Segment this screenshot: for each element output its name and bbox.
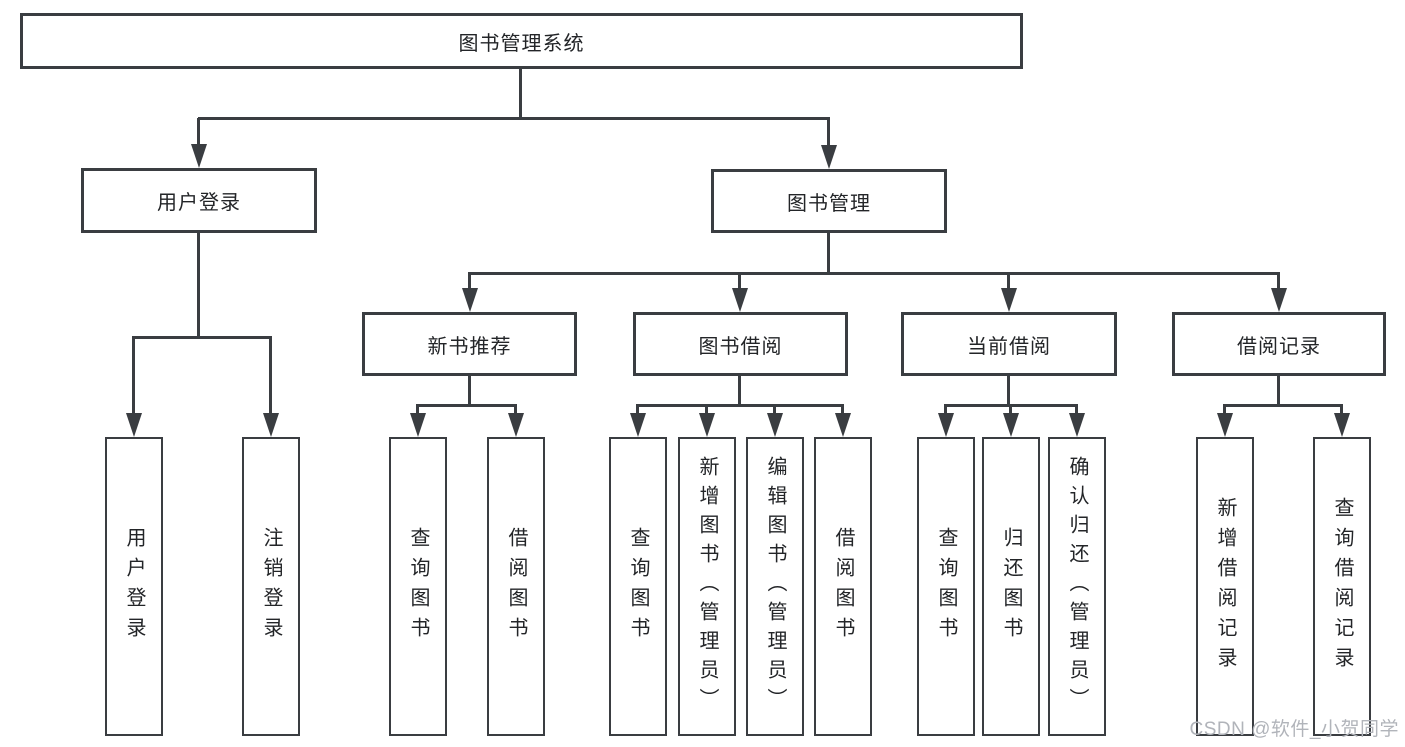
- arrow-down-icon: [1334, 413, 1350, 437]
- leaf-newbook-query-book-label: 查询图书: [407, 526, 429, 647]
- leaf-borrow-query-book: 查询图书: [609, 437, 667, 736]
- connector-line: [416, 405, 419, 416]
- arrow-down-icon: [767, 413, 783, 437]
- connector-line: [269, 338, 272, 417]
- arrow-down-icon: [1217, 413, 1233, 437]
- csdn-watermark: CSDN @软件_小贺同学: [1189, 719, 1399, 740]
- leaf-records-query-record: 查询借阅记录: [1313, 437, 1371, 736]
- connector-line: [197, 118, 200, 148]
- leaf-records-query-record-label: 查询借阅记录: [1331, 496, 1353, 677]
- leaf-borrow-add-book-admin: 新增图书（管理员）: [678, 437, 736, 736]
- node-book-management-label: 图书管理: [787, 192, 871, 215]
- arrow-down-icon: [191, 144, 207, 168]
- arrow-down-icon: [462, 288, 478, 312]
- leaf-newbook-borrow-book-label: 借阅图书: [505, 526, 527, 647]
- connector-line: [468, 274, 471, 292]
- leaf-current-query-book: 查询图书: [917, 437, 975, 736]
- connector-line: [827, 118, 830, 148]
- node-borrow-records: 借阅记录: [1172, 312, 1386, 376]
- connector-line: [1007, 274, 1010, 292]
- arrow-down-icon: [263, 413, 279, 437]
- connector-line: [1223, 405, 1226, 416]
- arrow-down-icon: [699, 413, 715, 437]
- arrow-down-icon: [821, 145, 837, 169]
- connector-line: [636, 404, 844, 407]
- node-new-book-recommend-label: 新书推荐: [427, 335, 512, 358]
- arrow-down-icon: [1003, 413, 1019, 437]
- node-book-borrow-label: 图书借阅: [698, 335, 783, 358]
- connector-line: [841, 405, 844, 416]
- connector-line: [132, 338, 135, 417]
- node-user-login-label: 用户登录: [157, 192, 241, 214]
- leaf-borrow-edit-book-admin-label: 编辑图书（管理员）: [764, 456, 786, 717]
- connector-line: [1075, 405, 1078, 416]
- node-root-label: 图书管理系统: [458, 32, 585, 55]
- leaf-current-confirm-return-admin: 确认归还（管理员）: [1048, 437, 1106, 736]
- arrow-down-icon: [732, 288, 748, 312]
- leaf-user-login: 用户登录: [105, 437, 163, 736]
- node-borrow-records-label: 借阅记录: [1237, 335, 1321, 358]
- arrow-down-icon: [630, 413, 646, 437]
- arrow-down-icon: [1271, 288, 1287, 312]
- leaf-current-return-book: 归还图书: [982, 437, 1040, 736]
- leaf-borrow-borrow-book-label: 借阅图书: [832, 526, 854, 647]
- node-new-book-recommend: 新书推荐: [362, 312, 577, 376]
- connector-line: [1277, 274, 1280, 292]
- connector-line: [1277, 376, 1280, 407]
- connector-line: [197, 233, 200, 339]
- connector-line: [705, 405, 708, 416]
- connector-line: [738, 376, 741, 407]
- leaf-records-add-record-label: 新增借阅记录: [1214, 496, 1236, 677]
- connector-line: [1223, 404, 1343, 407]
- connector-line: [944, 405, 947, 416]
- leaf-borrow-add-book-admin-label: 新增图书（管理员）: [696, 456, 718, 717]
- node-user-login: 用户登录: [81, 168, 317, 233]
- connector-line: [519, 69, 522, 120]
- leaf-borrow-query-book-label: 查询图书: [627, 526, 649, 647]
- arrow-down-icon: [126, 413, 142, 437]
- node-book-management: 图书管理: [711, 169, 947, 233]
- connector-line: [468, 376, 471, 407]
- leaf-borrow-edit-book-admin: 编辑图书（管理员）: [746, 437, 804, 736]
- connector-line: [636, 405, 639, 416]
- leaf-current-return-book-label: 归还图书: [1000, 526, 1022, 647]
- arrow-down-icon: [508, 413, 524, 437]
- connector-line: [132, 336, 272, 339]
- leaf-logout: 注销登录: [242, 437, 300, 736]
- connector-line: [1009, 405, 1012, 416]
- leaf-logout-label: 注销登录: [260, 526, 282, 647]
- node-book-borrow: 图书借阅: [633, 312, 848, 376]
- connector-line: [738, 274, 741, 292]
- arrow-down-icon: [938, 413, 954, 437]
- leaf-newbook-borrow-book: 借阅图书: [487, 437, 545, 736]
- connector-line: [1340, 405, 1343, 416]
- leaf-user-login-label: 用户登录: [123, 526, 145, 647]
- leaf-current-query-book-label: 查询图书: [935, 526, 957, 647]
- arrow-down-icon: [1001, 288, 1017, 312]
- node-current-borrow: 当前借阅: [901, 312, 1117, 376]
- connector-line: [468, 272, 1280, 275]
- leaf-newbook-query-book: 查询图书: [389, 437, 447, 736]
- node-root-library-system: 图书管理系统: [20, 13, 1023, 69]
- connector-line: [827, 233, 830, 275]
- node-current-borrow-label: 当前借阅: [967, 335, 1051, 358]
- connector-line: [416, 404, 517, 407]
- connector-line: [514, 405, 517, 416]
- connector-line: [773, 405, 776, 416]
- connector-line: [198, 117, 830, 120]
- arrow-down-icon: [835, 413, 851, 437]
- leaf-records-add-record: 新增借阅记录: [1196, 437, 1254, 736]
- leaf-borrow-borrow-book: 借阅图书: [814, 437, 872, 736]
- connector-line: [1007, 376, 1010, 407]
- arrow-down-icon: [410, 413, 426, 437]
- arrow-down-icon: [1069, 413, 1085, 437]
- leaf-current-confirm-return-admin-label: 确认归还（管理员）: [1066, 456, 1088, 717]
